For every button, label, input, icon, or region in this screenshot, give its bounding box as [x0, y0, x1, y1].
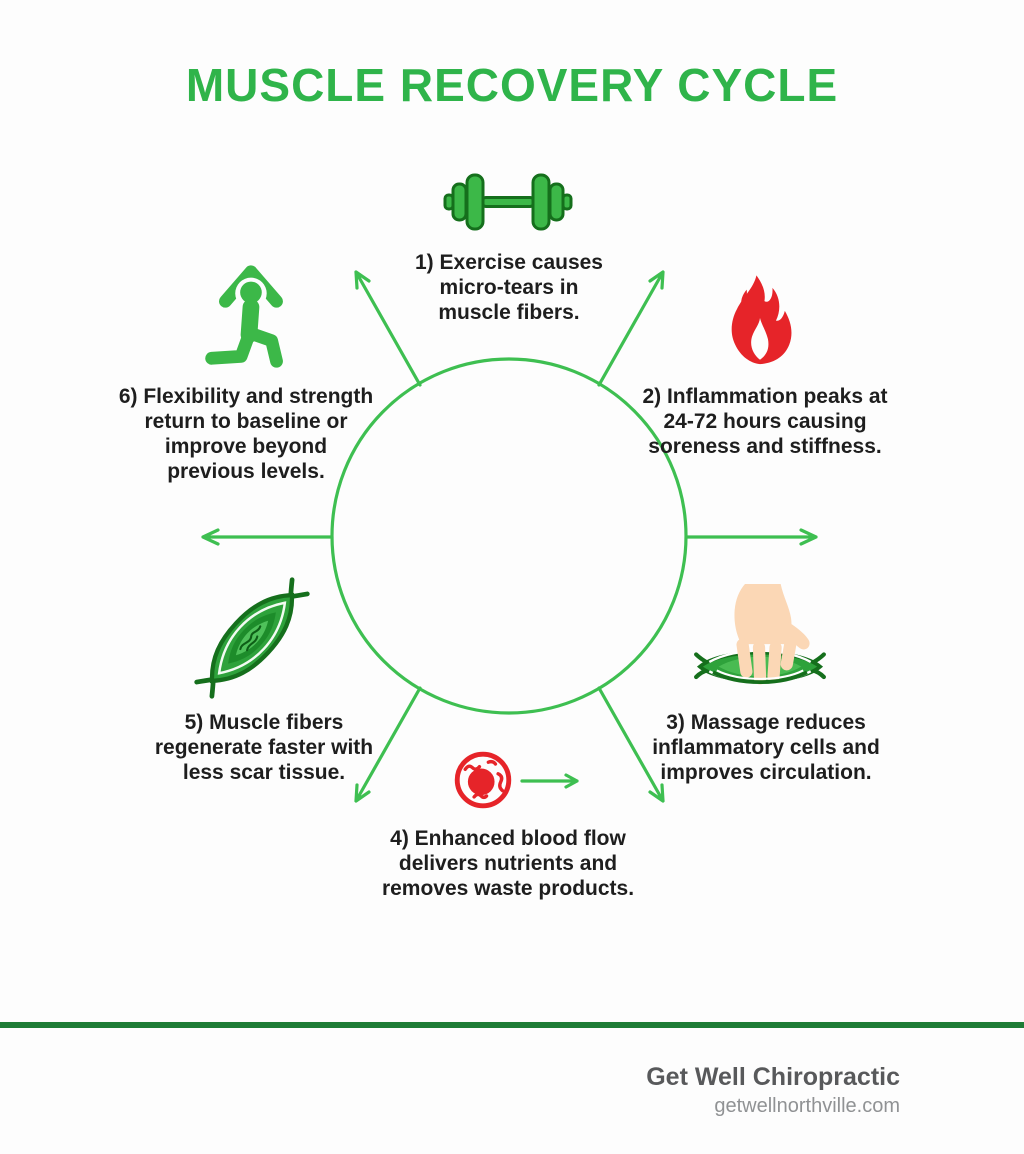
- footer: Get Well Chiropractic getwellnorthville.…: [646, 1063, 900, 1118]
- step-1-line: muscle fibers.: [438, 301, 580, 324]
- step-4-text: 4) Enhanced blood flow delivers nutrient…: [382, 826, 634, 901]
- arrow-down-left-icon: [354, 686, 422, 803]
- website-url: getwellnorthville.com: [714, 1095, 900, 1117]
- step-3-line: inflammatory cells and: [652, 736, 880, 759]
- step-6-line: return to baseline or: [144, 410, 348, 433]
- step-3-line: improves circulation.: [660, 761, 872, 784]
- arrow-right-icon: [685, 528, 818, 546]
- step-6-line: 6) Flexibility and strength: [118, 385, 374, 408]
- footer-divider: [0, 1022, 1024, 1028]
- muscle-fiber-icon: [194, 577, 310, 699]
- page-title: MUSCLE RECOVERY CYCLE: [185, 59, 839, 111]
- step-4-line: delivers nutrients and: [398, 852, 618, 875]
- arrow-up-left-icon: [354, 270, 422, 387]
- massage-hand-icon: [694, 584, 826, 685]
- arrow-up-right-icon: [597, 270, 665, 387]
- step-5-line: regenerate faster with: [154, 736, 374, 759]
- step-6-line: previous levels.: [167, 460, 325, 483]
- step-6-line: improve beyond: [164, 435, 328, 458]
- step-3-line: 3) Massage reduces: [666, 711, 866, 734]
- step-2-line: soreness and stiffness.: [648, 435, 882, 458]
- step-1-line: micro-tears in: [439, 276, 579, 299]
- flame-icon: [731, 275, 792, 365]
- step-1-line: 1) Exercise causes: [415, 251, 603, 274]
- step-4-line: removes waste products.: [381, 877, 635, 900]
- flow-arrow-icon: [520, 773, 579, 789]
- dumbbell-icon: [443, 173, 573, 231]
- step-5-text: 5) Muscle fibers regenerate faster with …: [155, 710, 373, 785]
- lunge-pose-icon: [205, 265, 283, 368]
- step-6-text: 6) Flexibility and strength return to ba…: [119, 384, 373, 484]
- step-5-line: less scar tissue.: [182, 761, 346, 784]
- brand-name: Get Well Chiropractic: [646, 1063, 900, 1091]
- step-3-text: 3) Massage reduces inflammatory cells an…: [652, 710, 880, 785]
- step-2-text: 2) Inflammation peaks at 24-72 hours cau…: [642, 384, 887, 459]
- step-2-line: 24-72 hours causing: [663, 410, 867, 433]
- step-4-line: 4) Enhanced blood flow: [390, 827, 626, 850]
- step-2-line: 2) Inflammation peaks at: [642, 385, 888, 408]
- step-5-line: 5) Muscle fibers: [184, 711, 344, 734]
- blood-cell-icon: [454, 751, 512, 809]
- arrow-down-right-icon: [597, 686, 665, 803]
- arrow-left-icon: [201, 528, 334, 546]
- cycle-circle: [330, 357, 688, 715]
- step-1-text: 1) Exercise causes micro-tears in muscle…: [415, 250, 603, 325]
